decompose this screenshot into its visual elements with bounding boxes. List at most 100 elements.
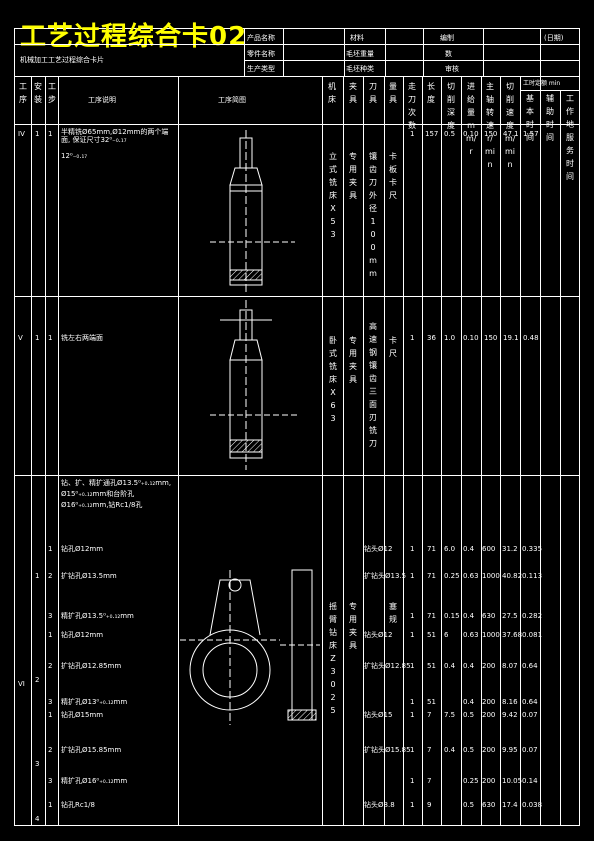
row5-depth: 1.0	[444, 334, 456, 342]
row4-cut-speed: 47.1	[503, 130, 519, 138]
step-cutter: 扩钻头Ø15.85	[364, 746, 411, 754]
step-desc: 钻孔Rc1/8	[61, 801, 95, 809]
col-line	[520, 76, 521, 826]
step-step: 2	[48, 662, 53, 670]
col-line	[58, 76, 59, 826]
header-vline	[540, 28, 541, 76]
step-cut-speed: 17.4	[502, 801, 518, 809]
step-passes: 1	[410, 545, 415, 553]
col-depth: 切削深度	[447, 82, 455, 130]
row5-passes: 1	[410, 334, 415, 342]
step-speed: 630	[482, 801, 496, 809]
header-vline	[244, 28, 245, 76]
row5-length: 36	[427, 334, 436, 342]
step-feed: 0.5	[463, 711, 475, 719]
col-line	[500, 76, 501, 826]
step-passes: 1	[410, 698, 415, 706]
step-desc: 钻孔Ø15mm	[61, 711, 104, 719]
step-time: 0.14	[522, 777, 538, 785]
col-time-basic: 基本时间	[526, 94, 534, 142]
row4-cutter: 镶齿刀外径100mm	[369, 152, 377, 278]
step-desc: 精扩孔Ø13⁰₊₀.₁₂mm	[61, 698, 128, 706]
row4-length: 157	[425, 130, 439, 138]
row5-cutter: 高速钢镶齿三面刃铣刀	[369, 322, 377, 448]
row4-speed: 150	[484, 130, 498, 138]
row6-fixture: 专用夹具	[349, 602, 357, 650]
row4-feed: 0.10	[463, 130, 479, 138]
step-length: 71	[427, 612, 436, 620]
col-line	[560, 90, 561, 826]
step-cut-speed: 8.07	[502, 662, 518, 670]
org-line: 机械加工工艺过程综合卡片	[20, 56, 104, 64]
row6-intro: 钻、扩、精扩通孔Ø13.5⁰₊₀.₁₂mm, Ø15⁰₊₀.₁₂mm和台阶孔Ø1…	[61, 479, 172, 509]
step-passes: 1	[410, 612, 415, 620]
step-time: 0.038	[522, 801, 543, 809]
row6-sketch	[180, 569, 320, 725]
step-cutter: 钻头Ø15	[364, 711, 393, 719]
col-fixture: 夹具	[349, 82, 357, 104]
step-cutter: 钻头Ø12	[364, 545, 393, 553]
col-machine: 机床	[328, 82, 336, 104]
step-desc: 钻孔Ø12mm	[61, 545, 104, 553]
col-line	[422, 76, 423, 826]
step-desc: 扩钻孔Ø12.85mm	[61, 662, 122, 670]
step-length: 51	[427, 631, 436, 639]
step-cutter: 钻头Ø8.8	[364, 801, 395, 809]
row5-process: V	[18, 334, 23, 342]
step-step: 2	[48, 746, 53, 754]
col-description: 工序说明	[88, 96, 116, 104]
step-time: 0.64	[522, 662, 538, 670]
step-passes: 1	[410, 662, 415, 670]
step-depth: 0.15	[444, 612, 460, 620]
step-time: 0.113	[522, 572, 543, 580]
step-desc: 精扩孔Ø13.5⁰₊₀.₁₂mm	[61, 612, 134, 620]
step-speed: 200	[482, 746, 496, 754]
row4-setup: 1	[35, 130, 40, 138]
row5-feed: 0.10	[463, 334, 479, 342]
col-passes: 走刀次数	[408, 82, 416, 130]
col-time-aux: 辅助时间	[546, 94, 554, 142]
step-feed: 0.5	[463, 801, 475, 809]
step-cutter: 扩钻头Ø13.5	[364, 572, 407, 580]
step-step: 1	[48, 711, 53, 719]
row5-time: 0.48	[523, 334, 539, 342]
step-step: 3	[48, 698, 53, 706]
col-step: 工步	[48, 82, 56, 104]
step-setup: 1	[35, 572, 40, 580]
number-label: 数	[445, 50, 452, 58]
col-line	[461, 76, 462, 826]
time-header-line	[520, 90, 580, 91]
row-separator	[14, 296, 580, 297]
step-length: 7	[427, 746, 432, 754]
header-vline	[283, 28, 284, 76]
col-setup: 安装	[34, 82, 42, 104]
row4-desc2: 12⁰₋₀.₁₇	[61, 152, 88, 160]
step-feed: 0.5	[463, 746, 475, 754]
checked-label: 审核	[445, 65, 459, 73]
row4-sketch	[210, 130, 295, 295]
step-length: 7	[427, 711, 432, 719]
step-speed: 1000	[482, 572, 500, 580]
step-desc: 扩钻孔Ø13.5mm	[61, 572, 117, 580]
step-feed: 0.63	[463, 572, 479, 580]
row5-speed: 150	[484, 334, 498, 342]
header-vline	[344, 28, 345, 76]
step-feed: 0.4	[463, 698, 475, 706]
step-depth: 6	[444, 631, 449, 639]
header-vline	[483, 28, 484, 76]
row5-desc: 铣左右两端面	[61, 334, 103, 342]
step-length: 71	[427, 545, 436, 553]
step-cut-speed: 9.42	[502, 711, 518, 719]
step-speed: 200	[482, 777, 496, 785]
step-speed: 200	[482, 662, 496, 670]
step-depth: 7.5	[444, 711, 456, 719]
step-feed: 0.63	[463, 631, 479, 639]
row4-station: 1	[48, 130, 53, 138]
row6-machine: 摇臂钻床Z3025	[329, 602, 337, 715]
step-passes: 1	[410, 711, 415, 719]
header-line	[244, 60, 580, 61]
row5-machine: 卧式铣床X63	[329, 336, 337, 423]
step-depth: 6.0	[444, 545, 456, 553]
col-cut-speed: 切削速度 m/min	[505, 82, 516, 169]
step-step: 1	[48, 631, 53, 639]
